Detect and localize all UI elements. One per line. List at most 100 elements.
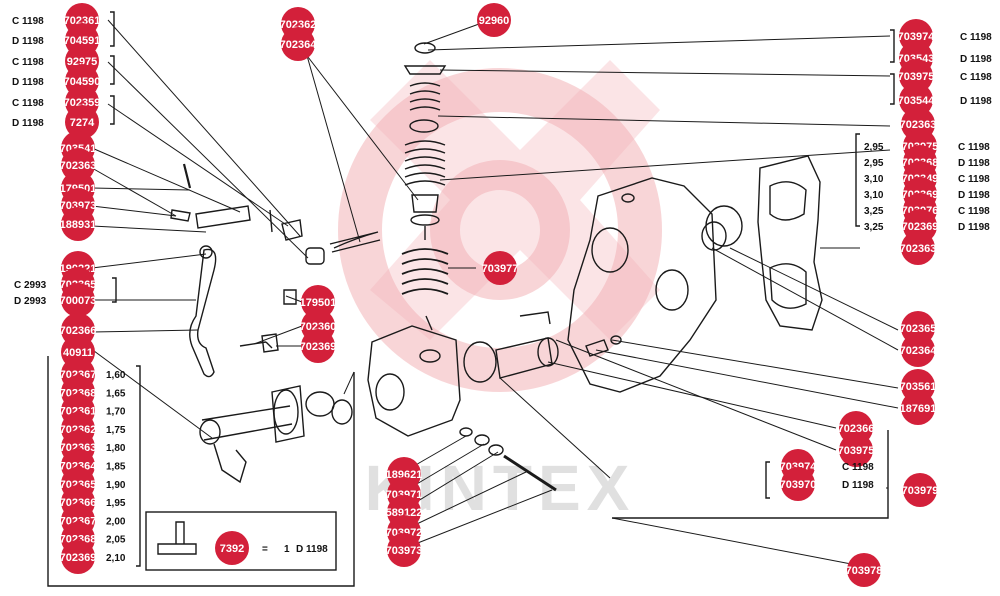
shim-size: 1,75 bbox=[106, 425, 126, 436]
right-bottom-bracket bbox=[765, 461, 770, 499]
large-spring bbox=[401, 248, 449, 295]
part-callout-right[interactable]: 187691 bbox=[900, 391, 937, 425]
part-callout-rightbottom-text: 703970 bbox=[780, 479, 817, 491]
pump-pin bbox=[425, 315, 433, 331]
shim-size: 1,65 bbox=[106, 388, 126, 399]
part-callout-right-badge bbox=[901, 333, 935, 367]
part-callout-left-text: 7274 bbox=[70, 117, 95, 129]
shim-size: 1,70 bbox=[106, 407, 126, 418]
side-spring-coils bbox=[329, 231, 381, 253]
right-top-brackets bbox=[890, 29, 895, 105]
left-model-code: D 1198 bbox=[12, 118, 44, 129]
kit-part-callout[interactable]: 7392 bbox=[215, 531, 249, 565]
flange-bearing bbox=[273, 389, 299, 435]
part-callout-right-badge bbox=[839, 433, 873, 467]
shim-size: 1,85 bbox=[106, 462, 126, 473]
shim-size: 2,05 bbox=[106, 535, 126, 546]
part-callout-right-text: 702365 bbox=[900, 323, 937, 335]
gasket-window-top bbox=[769, 181, 807, 221]
right-shim-size: 2,95 bbox=[864, 142, 884, 153]
right-shim-size: 3,25 bbox=[864, 222, 884, 233]
part-callout-topcenter[interactable]: 92960 bbox=[477, 3, 511, 37]
part-callout-right-badge bbox=[901, 231, 935, 265]
bushing bbox=[305, 391, 335, 417]
cover-boss bbox=[655, 269, 689, 311]
side-clip bbox=[305, 247, 325, 265]
part-callout-righttop-text: 703544 bbox=[898, 95, 936, 107]
shaft-yoke bbox=[213, 443, 247, 484]
lever-model-code: D 2993 bbox=[14, 296, 47, 307]
part-callout-left[interactable]: 7274 bbox=[65, 105, 99, 139]
part-callout-lever-text: 40911 bbox=[63, 347, 93, 359]
bushing-ring bbox=[331, 399, 353, 425]
part-callout-rightbottom[interactable]: 703970 bbox=[780, 467, 817, 501]
part-callout-right[interactable]: 702363 bbox=[900, 231, 937, 265]
part-callout-left-text: 188931 bbox=[60, 219, 97, 231]
part-callout-spring[interactable]: 703977 bbox=[482, 251, 519, 285]
valve-spring-stack bbox=[403, 42, 447, 240]
valve-seat bbox=[410, 214, 440, 226]
part-callout-right[interactable]: 703979 bbox=[902, 473, 939, 507]
part-callout-righttop[interactable]: 703975 bbox=[898, 59, 935, 93]
part-callout-bottom-badge bbox=[387, 533, 421, 567]
spring-cap bbox=[414, 42, 436, 54]
part-callout-shim[interactable]: 702369 bbox=[60, 540, 97, 574]
part-callout-midleft-text: 702360 bbox=[300, 321, 337, 333]
spring-pin bbox=[182, 163, 192, 189]
part-callout-bottom-text: 15891221 bbox=[380, 507, 429, 519]
right-shim-bracket bbox=[855, 133, 860, 227]
shim-size: 2,10 bbox=[106, 553, 126, 564]
right-shim-model: D 1198 bbox=[958, 190, 990, 201]
right-bottom-model: D 1198 bbox=[842, 480, 874, 491]
valve-cup bbox=[411, 194, 439, 213]
part-callout-left-badge bbox=[61, 207, 95, 241]
part-callout-right-text: 703975 bbox=[838, 445, 875, 457]
part-callout-right[interactable]: 703975 bbox=[838, 433, 875, 467]
shim-size: 1,90 bbox=[106, 480, 126, 491]
washer-1 bbox=[459, 427, 473, 437]
small-side-spring bbox=[305, 231, 381, 265]
part-callout-midleft[interactable]: 702369 bbox=[300, 329, 337, 363]
part-callout-left-text: 702363 bbox=[60, 160, 97, 172]
part-callout-bottom[interactable]: 703973 bbox=[386, 533, 423, 567]
right-model-code: C 1198 bbox=[960, 72, 992, 83]
shim-size: 2,00 bbox=[106, 516, 126, 527]
shim-size: 1,60 bbox=[106, 370, 126, 381]
part-callout-right-text: 702364 bbox=[900, 345, 938, 357]
part-callout-right[interactable]: 702364 bbox=[900, 333, 938, 367]
right-shim-size: 3,10 bbox=[864, 174, 884, 185]
part-callout-right-text: 703561 bbox=[900, 381, 937, 393]
fork-lever bbox=[189, 248, 217, 378]
right-model-code: D 1198 bbox=[960, 54, 992, 65]
kit-eq-sign: = bbox=[262, 544, 268, 555]
lever-model-code: C 2993 bbox=[14, 280, 47, 291]
gasket-window-bottom bbox=[769, 263, 807, 309]
part-callout-topcenter[interactable]: 702364 bbox=[280, 27, 318, 61]
part-callout-spring-badge bbox=[483, 251, 517, 285]
left-brackets bbox=[110, 11, 115, 125]
part-callout-bottomright[interactable]: 703978 bbox=[846, 553, 883, 587]
left-model-code: C 1198 bbox=[12, 57, 44, 68]
part-callout-lever[interactable]: 700073 bbox=[60, 283, 97, 317]
cover-port bbox=[591, 227, 629, 273]
part-callout-left-text: 702361 bbox=[64, 15, 101, 27]
right-shim-model: C 1198 bbox=[958, 142, 990, 153]
cover-hole bbox=[621, 193, 635, 203]
spring-retainer bbox=[403, 65, 447, 75]
part-callout-left-text: 704590 bbox=[64, 76, 101, 88]
right-bottom-frame bbox=[612, 430, 889, 519]
part-callout-left[interactable]: 188931 bbox=[60, 207, 97, 241]
part-callout-righttop-text: 703974 bbox=[898, 31, 936, 43]
coupling-ring bbox=[463, 341, 497, 383]
kit-box-part-icon bbox=[157, 521, 197, 555]
part-callout-lever-badge bbox=[61, 283, 95, 317]
part-callout-right-text: 702366 bbox=[838, 423, 875, 435]
part-callout-lever-text: 700073 bbox=[60, 295, 97, 307]
kit-quantity: 1 bbox=[284, 544, 290, 555]
lever-bracket bbox=[112, 277, 117, 303]
part-callout-midleft[interactable]: 179501 bbox=[300, 285, 337, 319]
right-bottom-model: C 1198 bbox=[842, 462, 874, 473]
